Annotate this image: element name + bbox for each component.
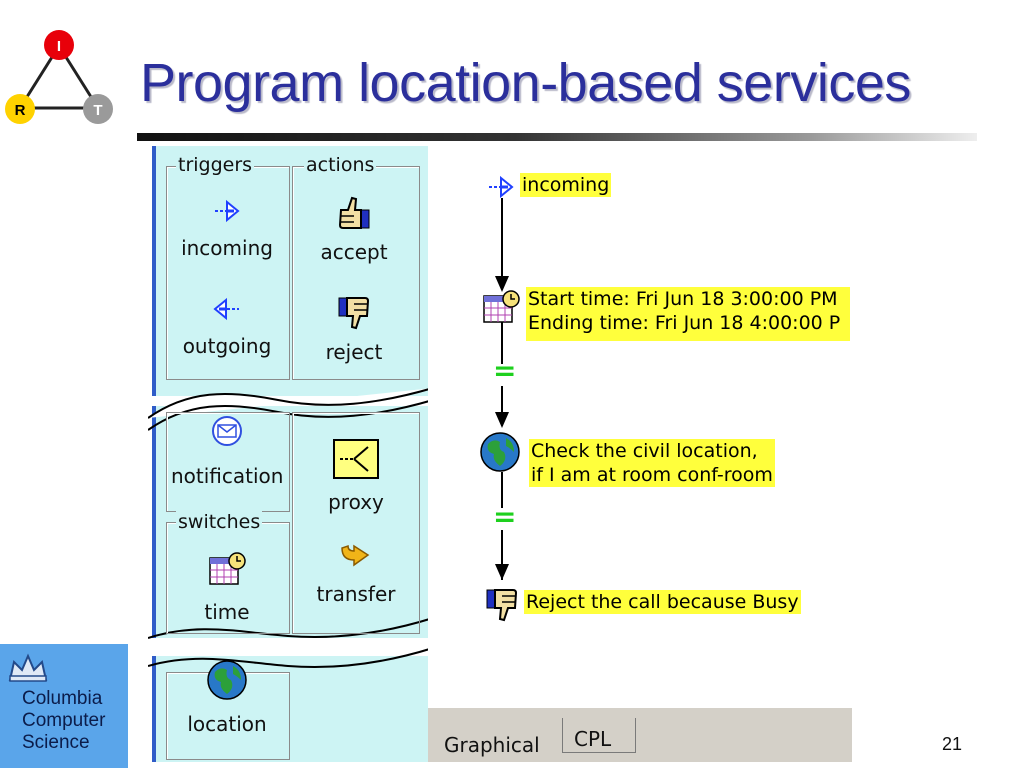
tab-graphical[interactable]: Graphical [444,733,540,757]
logo-node-t [83,94,113,124]
branch-equals-2: = [493,500,517,533]
transfer-label: transfer [316,582,396,606]
connector-line [501,472,503,508]
palette-item-notification[interactable]: notification [171,414,283,488]
location-node-line2: if I am at room conf-room [531,464,773,486]
connector-line [501,386,503,426]
reject-node-icon[interactable] [482,586,522,626]
location-node-label[interactable]: Check the civil location, if I am at roo… [529,439,775,487]
proxy-icon [333,439,379,479]
svg-text:T: T [93,102,102,119]
palette-item-outgoing[interactable]: outgoing [171,294,283,358]
proxy-group [292,412,420,634]
location-node-icon[interactable] [478,430,522,474]
palette-bottom-panel [152,656,428,762]
time-node-end: Ending time: Fri Jun 18 4:00:00 P [528,312,841,334]
triggers-group-label: triggers [176,154,255,176]
palette-item-proxy[interactable]: proxy [300,438,412,514]
logo-triangle: I R T [5,30,113,124]
branch-equals-1: = [493,354,517,387]
palette-item-time[interactable]: time [171,550,283,624]
reject-node-label[interactable]: Reject the call because Busy [524,590,801,614]
reject-label: reject [325,340,383,364]
connector-line [501,320,503,364]
columbia-logo [0,644,128,768]
incoming-arrow-icon [215,199,240,223]
switches-group-label: switches [176,511,263,533]
logo-node-i [44,30,74,60]
outgoing-arrow-icon [213,297,239,321]
time-label: time [204,600,250,624]
proxy-label: proxy [328,490,384,514]
palette-break-lines [148,387,434,669]
palette-item-reject[interactable]: reject [298,294,410,364]
envelope-icon [212,416,242,446]
tab-cpl[interactable]: CPL [574,727,612,751]
tab-bar-edge [428,706,852,708]
columbia-logo-text: Columbia Computer Science [22,688,106,753]
incoming-label: incoming [181,236,273,260]
globe-icon [207,660,247,700]
svg-text:I: I [57,38,61,55]
time-node-icon[interactable] [480,288,522,328]
page-title: Program location-based services [140,53,911,113]
transfer-icon [341,544,370,567]
outgoing-label: outgoing [182,334,272,358]
connector-line [501,530,503,580]
connector-line [501,198,503,278]
palette-item-incoming[interactable]: incoming [171,196,283,260]
actions-group-label: actions [304,154,377,176]
palette-item-location[interactable]: location [171,658,283,736]
thumbs-down-icon [338,297,370,330]
calendar-clock-icon [209,552,246,585]
thumbs-up-icon [338,196,370,229]
accept-label: accept [320,240,388,264]
incoming-node-label[interactable]: incoming [520,173,612,197]
incoming-node-icon[interactable] [486,172,520,202]
notification-label: notification [171,464,284,488]
time-node-start: Start time: Fri Jun 18 3:00:00 PM [528,288,838,310]
logo-node-r [5,94,35,124]
time-node-label[interactable]: Start time: Fri Jun 18 3:00:00 PM Ending… [526,287,850,341]
arrowheads [495,276,509,580]
tab-cpl-frame[interactable] [562,718,636,753]
location-label: location [187,712,267,736]
palette-item-accept[interactable]: accept [298,194,410,264]
page-number: 21 [941,734,962,754]
location-node-line1: Check the civil location, [531,440,758,462]
title-underline [137,133,977,141]
tab-bar [428,706,852,762]
crown-icon [8,653,48,682]
palette-top-panel [152,146,428,396]
palette-item-transfer[interactable]: transfer [300,540,412,606]
svg-text:R: R [15,102,26,119]
